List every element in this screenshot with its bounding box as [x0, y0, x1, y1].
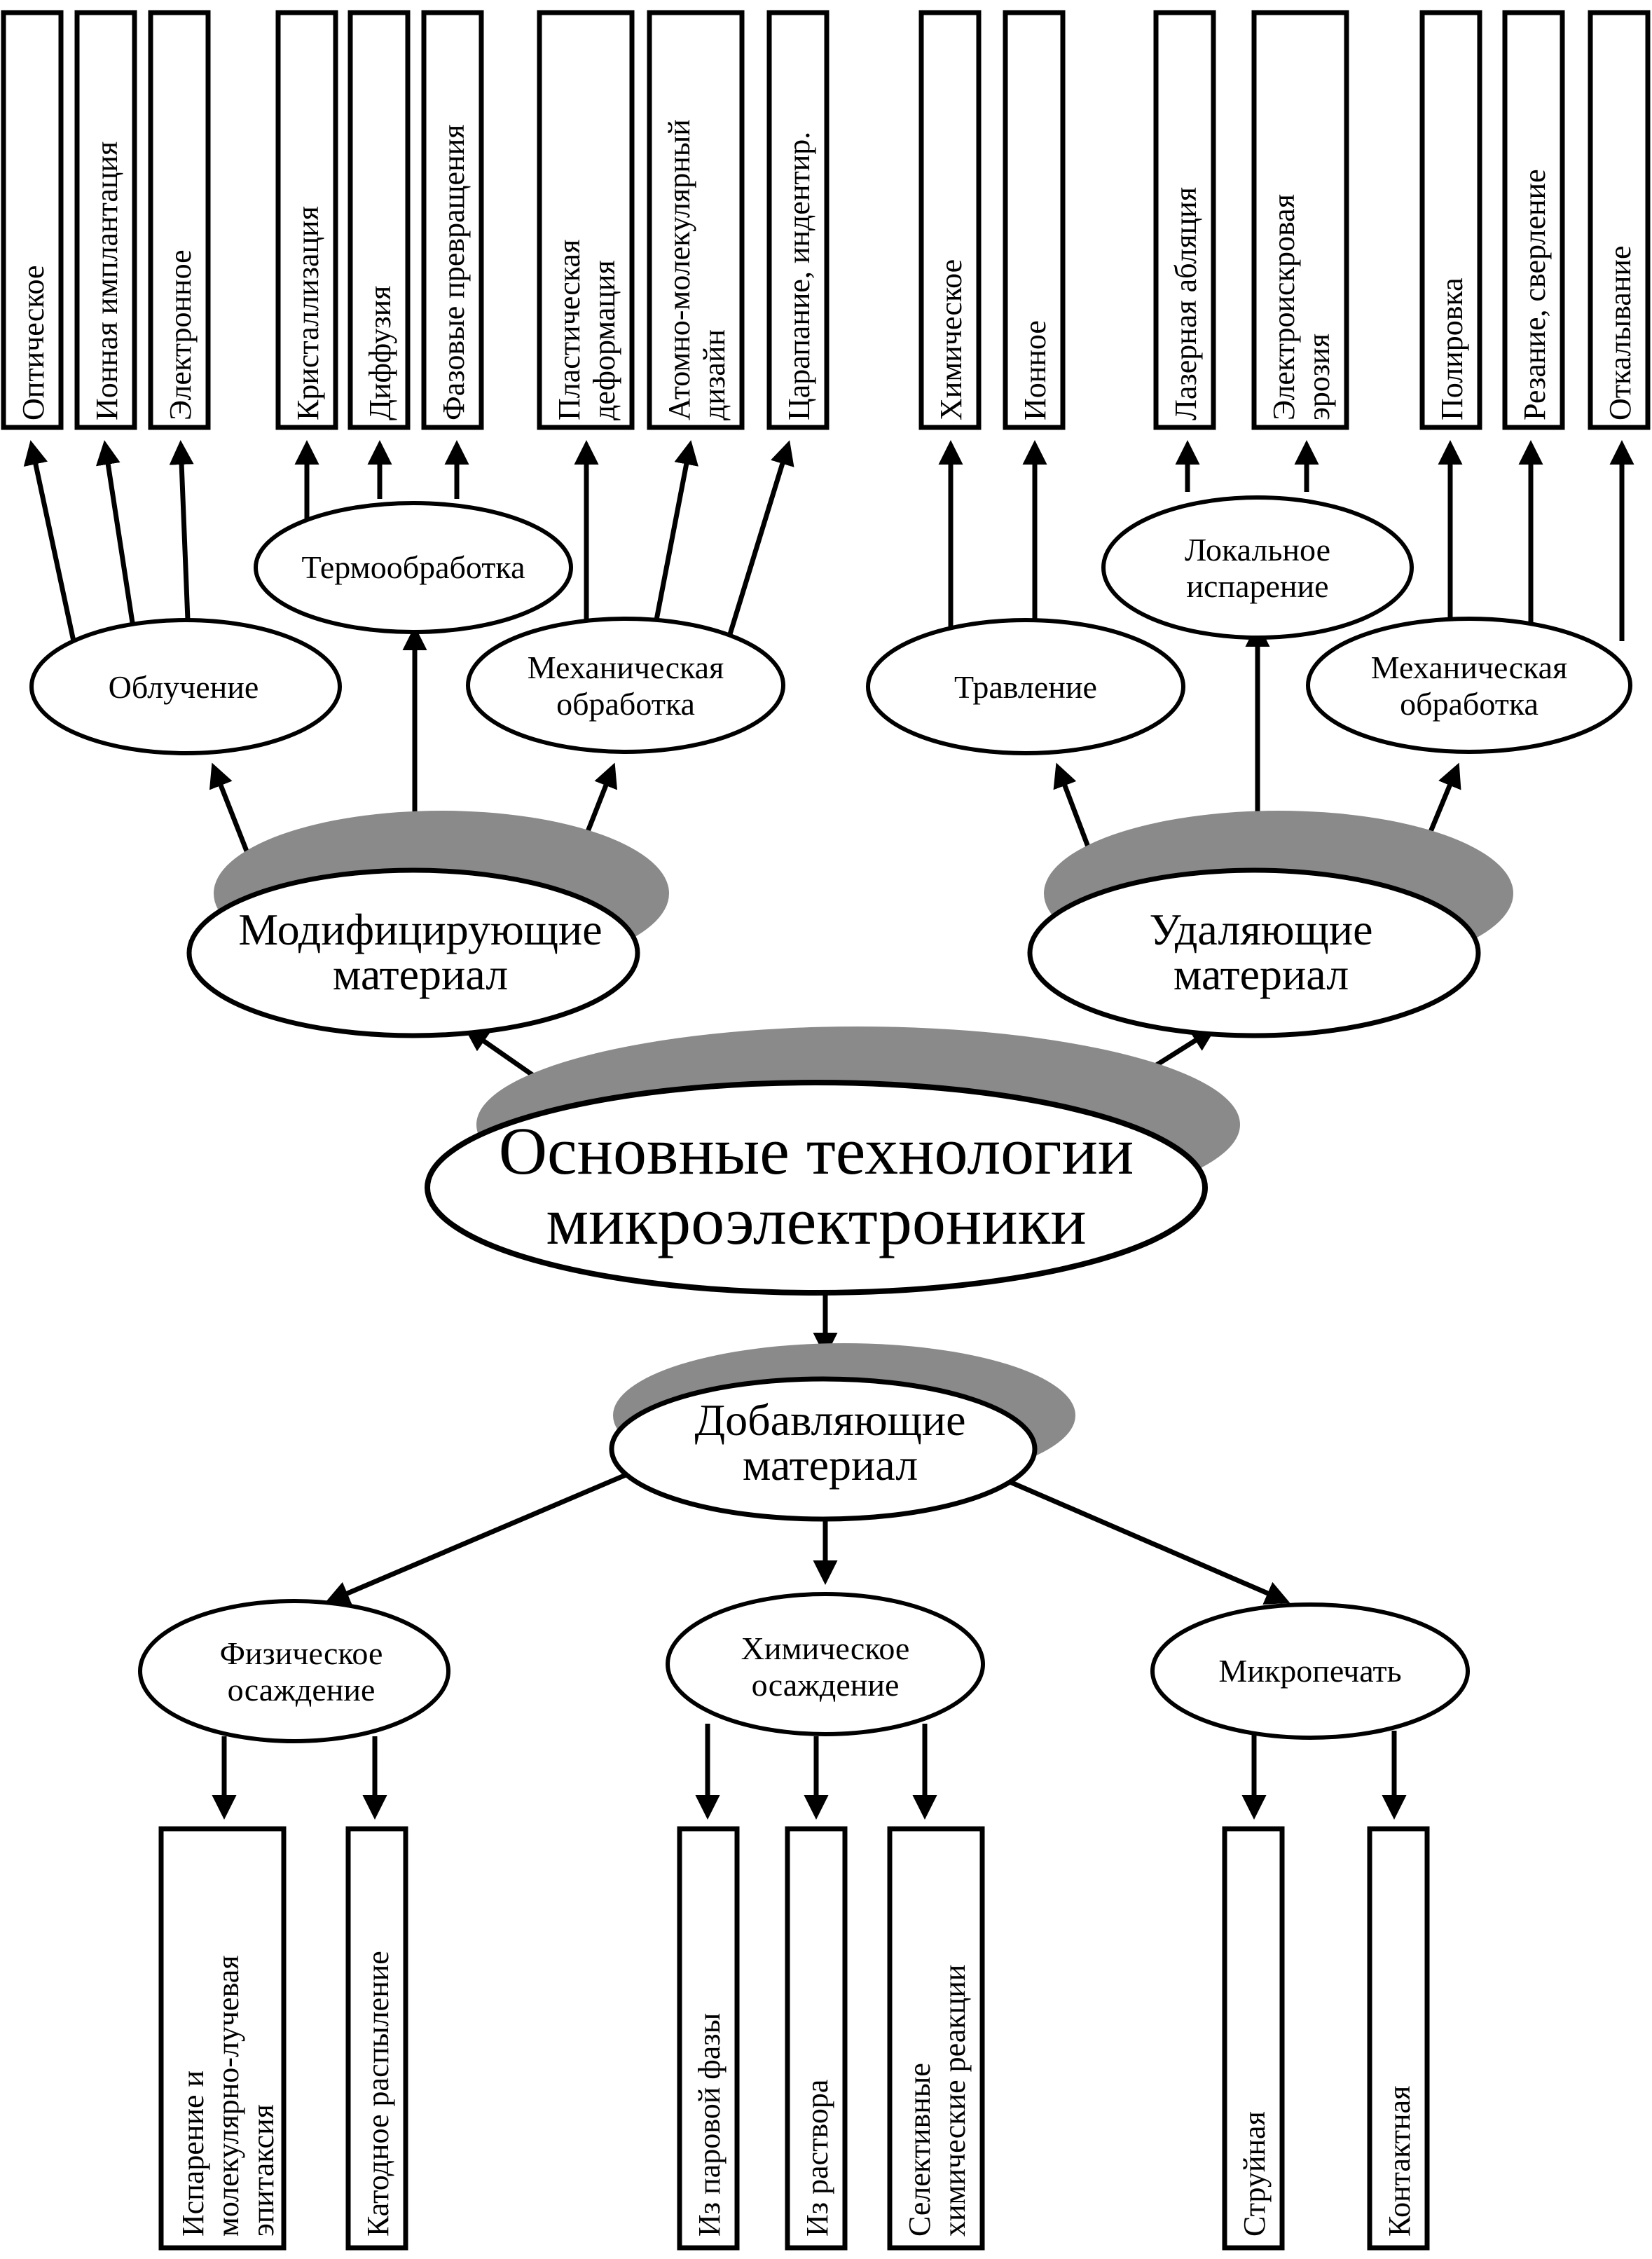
- removing-line2: материал: [1173, 949, 1349, 999]
- removing-line1: Удаляющие: [1150, 905, 1373, 954]
- chemical-deposition-ellipse: [666, 1592, 985, 1736]
- edge-mod-mech-to-leaf-3: [727, 440, 794, 636]
- leaf-selective-reactions-line2: химические реакции: [937, 1965, 972, 2237]
- root-title-line1: Основные технологии: [499, 1113, 1134, 1188]
- heat-treatment-ellipse: [254, 501, 573, 634]
- leaf-cutting-drilling-text: Резание, сверление: [1517, 169, 1552, 420]
- leaf-atomic-molecular-design-line1: Атомно-молекулярный: [662, 119, 696, 420]
- group-removing: Удаляющие материал Травление Локальное и…: [866, 10, 1651, 1038]
- leaf-evaporation-mbe-line3: эпитаксия: [246, 2104, 280, 2237]
- rem-mechanical-ellipse: [1306, 617, 1632, 754]
- leaf-scratching-box: [766, 10, 830, 430]
- leaf-electron-text: Электронное: [163, 249, 198, 420]
- root-ellipse: [425, 1080, 1208, 1296]
- irradiation-ellipse: [29, 618, 342, 755]
- leaf-plastic-deformation-line1: Пластическая: [552, 240, 586, 420]
- leaf-ion-etch-text: Ионное: [1018, 320, 1052, 420]
- leaf-cathode-sputtering-text: Катодное распыление: [361, 1951, 395, 2237]
- root-title-line2: микроэлектроники: [546, 1183, 1086, 1258]
- leaf-evaporation-mbe-line2: молекулярно-лучевая: [211, 1955, 245, 2237]
- leaf-contact-box: [1367, 1826, 1430, 2251]
- leaf-atomic-molecular-design-box: [647, 10, 745, 430]
- leaf-ion-etch-box: [1003, 10, 1066, 430]
- leaf-spark-erosion-line2: эрозия: [1302, 334, 1336, 420]
- leaf-optical-text: Оптическое: [16, 265, 50, 420]
- modifying-line2: материал: [333, 949, 508, 999]
- leaf-chipping-text: Откалывание: [1603, 246, 1637, 421]
- irradiation-label: Облучение: [109, 669, 259, 705]
- leaf-cathode-sputtering-box: [345, 1826, 408, 2251]
- edge-irradiation-to-leaf-2: [95, 440, 136, 628]
- mod-mechanical-line1: Механическая: [528, 650, 724, 685]
- group-modifying: Модифицирующие материал Облучение Термоо…: [1, 10, 830, 1038]
- leaf-spark-erosion-line1: Электроискровая: [1267, 194, 1301, 420]
- heat-treatment-label: Термообработка: [302, 549, 525, 585]
- modifying-line1: Модифицирующие: [238, 905, 602, 954]
- edge-adding-to-physical: [324, 1469, 635, 1605]
- local-evaporation-line1: Локальное: [1185, 532, 1330, 568]
- leaf-evaporation-mbe-line1: Испарение и: [176, 2071, 210, 2237]
- edge-irradiation-to-leaf-1: [23, 440, 76, 642]
- adding-ellipse: [609, 1376, 1038, 1522]
- leaf-atomic-molecular-design-line2: дизайн: [697, 329, 731, 420]
- leaf-from-solution-text: Из раствора: [800, 2080, 834, 2237]
- rem-mechanical-line1: Механическая: [1371, 650, 1568, 685]
- leaf-ion-implantation-box: [74, 10, 137, 430]
- leaf-vapor-phase-text: Из паровой фазы: [692, 2013, 727, 2237]
- leaf-scratching-text: Царапание, индентир.: [782, 132, 816, 420]
- group-adding: Добавляющие материал Физическое осаждени…: [138, 1376, 1470, 2251]
- leaf-plastic-deformation-line2: деформация: [587, 260, 621, 420]
- adding-line1: Добавляющие: [694, 1395, 965, 1445]
- leaf-spark-erosion-box: [1251, 10, 1349, 430]
- rem-mechanical-line2: обработка: [1400, 686, 1539, 722]
- leaf-plastic-deformation-box: [537, 10, 635, 430]
- leaf-laser-ablation-text: Лазерная абляция: [1169, 187, 1203, 420]
- leaf-selective-reactions-line1: Селективные: [902, 2063, 937, 2237]
- physical-deposition-line1: Физическое: [220, 1635, 383, 1671]
- edge-mod-mech-to-leaf-2: [652, 440, 698, 628]
- leaf-crystallization-box: [275, 10, 338, 430]
- local-evaporation-ellipse: [1101, 495, 1414, 640]
- leaf-chipping-box: [1588, 10, 1651, 430]
- leaf-from-solution-box: [785, 1826, 848, 2251]
- adding-line2: материал: [743, 1440, 918, 1490]
- microprinting-label: Микропечать: [1218, 1653, 1401, 1689]
- leaf-selective-reactions-box: [887, 1826, 985, 2251]
- leaf-diffusion-text: Диффузия: [363, 286, 397, 420]
- local-evaporation-line2: испарение: [1186, 568, 1328, 604]
- etching-label: Травление: [954, 669, 1097, 705]
- leaf-contact-text: Контактная: [1382, 2086, 1417, 2237]
- edge-adding-to-microprinting: [1000, 1476, 1290, 1605]
- chemical-deposition-line2: осаждение: [752, 1667, 900, 1703]
- root-node: Основные технологии микроэлектроники: [425, 1080, 1208, 1296]
- mod-mechanical-line2: обработка: [556, 686, 695, 722]
- leaf-jet-box: [1222, 1826, 1285, 2251]
- leaf-electron-box: [148, 10, 211, 430]
- removing-ellipse: [1027, 867, 1481, 1038]
- modifying-ellipse: [186, 867, 640, 1038]
- physical-deposition-line2: осаждение: [228, 1672, 376, 1708]
- chemical-deposition-line1: Химическое: [741, 1630, 910, 1666]
- leaf-phase-transformations-text: Фазовые превращения: [436, 125, 471, 420]
- leaf-ion-implantation-text: Ионная имплантация: [90, 142, 124, 420]
- leaf-optical-box: [1, 10, 64, 430]
- microprinting-ellipse: [1150, 1602, 1470, 1740]
- leaf-diffusion-box: [347, 10, 411, 430]
- mod-mechanical-ellipse: [466, 617, 785, 754]
- leaf-phase-transformations-box: [421, 10, 484, 430]
- etching-ellipse: [866, 618, 1185, 755]
- leaf-crystallization-text: Кристаллизация: [291, 206, 325, 420]
- leaf-chemical-etch-box: [918, 10, 982, 430]
- physical-deposition-ellipse: [138, 1599, 450, 1743]
- leaf-vapor-phase-box: [677, 1826, 740, 2251]
- leaf-jet-text: Струйная: [1237, 2111, 1272, 2237]
- leaf-polishing-text: Полировка: [1435, 277, 1469, 420]
- leaf-laser-ablation-box: [1153, 10, 1216, 430]
- edge-irradiation-to-leaf-3: [169, 440, 194, 621]
- leaf-chemical-etch-text: Химическое: [934, 259, 968, 420]
- leaf-cutting-drilling-box: [1502, 10, 1565, 430]
- leaf-polishing-box: [1419, 10, 1482, 430]
- leaf-evaporation-mbe-box: [158, 1826, 287, 2251]
